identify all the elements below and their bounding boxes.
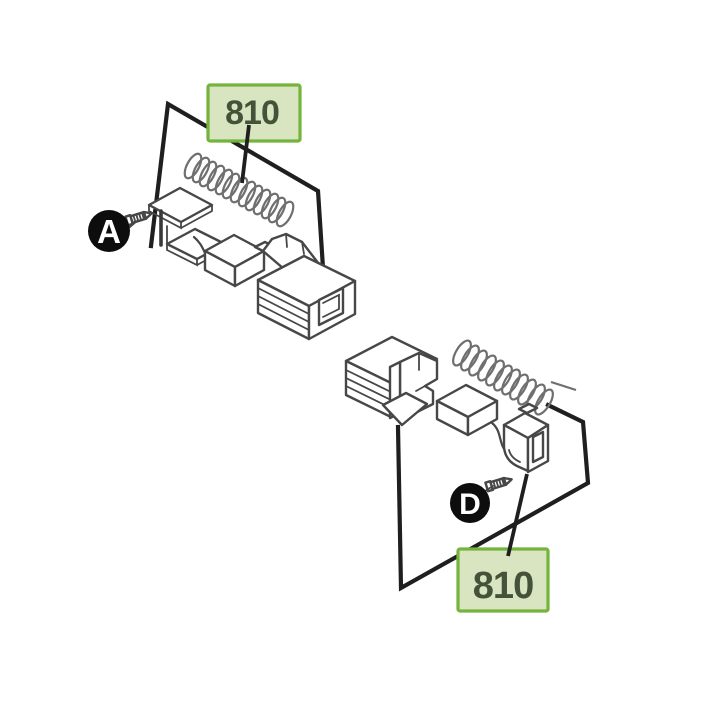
spring-icon xyxy=(452,339,577,416)
callout-810-top[interactable]: 810 xyxy=(206,83,302,143)
screw-icon xyxy=(484,476,513,493)
marker-a: A xyxy=(88,210,130,252)
marker-a-letter: A xyxy=(97,213,121,250)
spring-icon xyxy=(183,152,295,228)
brush-holder-icon xyxy=(253,232,357,341)
marker-connector xyxy=(129,220,138,228)
marker-d-letter: D xyxy=(459,488,481,521)
panel-outline-d xyxy=(395,402,591,592)
marker-d-circle xyxy=(450,483,490,523)
brush-set-assembly-d: 810 D xyxy=(344,335,591,613)
terminal-clip-icon xyxy=(502,402,550,474)
callout-810-top-label: 810 xyxy=(225,94,279,132)
callout-810-bottom-box[interactable] xyxy=(456,547,550,613)
callout-leader-top xyxy=(240,124,251,184)
panel-outline-a xyxy=(148,100,326,271)
brush-set-assembly-a: 810 A xyxy=(88,83,357,341)
callout-810-bottom-label: 810 xyxy=(473,565,533,607)
carbon-brush-icon xyxy=(203,233,266,288)
marker-a-circle xyxy=(88,210,130,252)
marker-connector xyxy=(484,485,494,492)
carbon-brush-icon xyxy=(435,383,499,437)
brush-holder-icon xyxy=(344,335,439,427)
callout-810-bottom[interactable]: 810 xyxy=(456,547,550,613)
callout-leader-bottom xyxy=(506,473,529,557)
callout-810-top-box[interactable] xyxy=(206,83,302,143)
marker-d: D xyxy=(450,483,490,523)
